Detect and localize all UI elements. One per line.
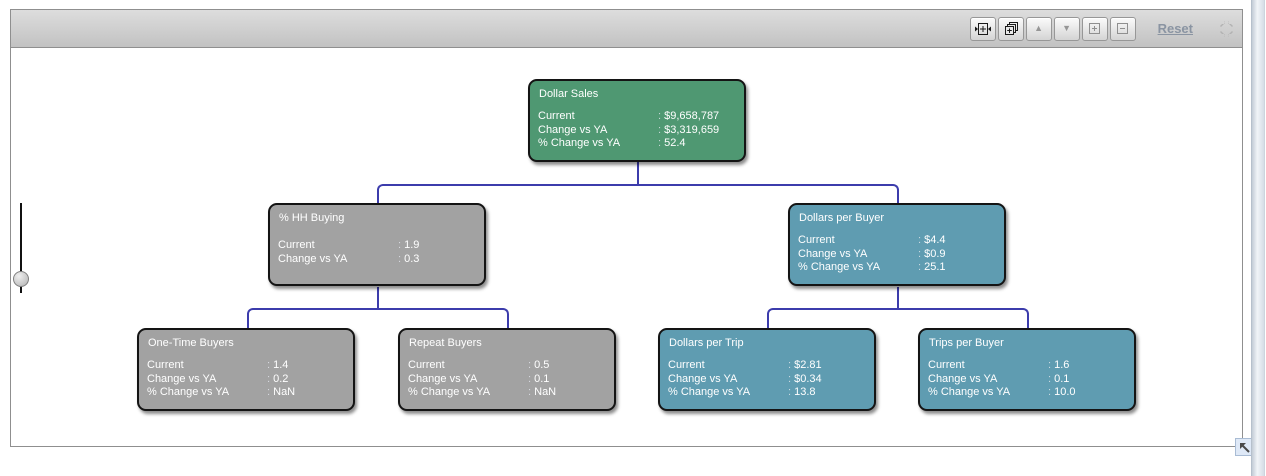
expand-width-icon [974,22,991,35]
zoom-slider-track[interactable] [20,203,22,293]
connector-hh-stub [377,287,379,309]
node-trips-per-buyer[interactable]: Trips per Buyer Current1.6 Change vs YA0… [918,328,1136,411]
metric-row: Current$4.4 [798,234,998,248]
expand-level-button[interactable]: ▼ [1053,16,1080,41]
node-hh-buying[interactable]: % HH Buying Current1.9 Change vs YA0.3 [268,203,486,286]
metric-row: % Change vs YA13.8 [668,386,868,400]
metric-row: Change vs YA$0.34 [668,373,868,387]
node-title: Dollars per Trip [669,337,744,349]
metric-row: Current0.5 [408,359,608,373]
collapse-level-button[interactable]: ▲ [1025,16,1052,41]
expand-width-button[interactable] [969,16,996,41]
connector-level2-left [247,308,509,329]
node-one-time-buyers[interactable]: One-Time Buyers Current1.4 Change vs YA0… [137,328,355,411]
metric-row: Change vs YA0.1 [408,373,608,387]
node-title: Dollars per Buyer [799,212,884,224]
triangle-down-icon: ▼ [1062,23,1072,33]
reset-link[interactable]: Reset [1157,21,1193,36]
tree-toolbar: ▲ ▼ Reset [11,10,1242,48]
metric-row: Current1.6 [928,359,1128,373]
connector-level1 [377,184,899,204]
node-repeat-buyers[interactable]: Repeat Buyers Current0.5 Change vs YA0.1… [398,328,616,411]
connector-dpb-stub [897,287,899,309]
zoom-out-button[interactable] [1109,16,1136,41]
connector-root-stub [637,162,639,185]
zoom-slider-handle[interactable] [13,271,29,287]
node-dollar-sales[interactable]: Dollar Sales Current$9,658,787 Change vs… [528,79,746,162]
zoom-in-button[interactable] [1081,16,1108,41]
metric-row: % Change vs YA52.4 [538,137,738,151]
node-title: % HH Buying [279,212,345,224]
window-edge-strip [1251,0,1265,476]
metric-row: % Change vs YA10.0 [928,386,1128,400]
metric-row: Current$2.81 [668,359,868,373]
node-title: One-Time Buyers [148,337,234,349]
zoom-in-icon [1089,23,1101,34]
expand-all-levels-button[interactable] [997,16,1024,41]
node-dollars-per-buyer[interactable]: Dollars per Buyer Current$4.4 Change vs … [788,203,1006,286]
expand-arrows-icon[interactable] [1217,20,1236,37]
metric-row: % Change vs YANaN [147,386,347,400]
metric-row: % Change vs YANaN [408,386,608,400]
metric-row: Current1.9 [278,239,478,253]
metric-row: Current1.4 [147,359,347,373]
metric-row: % Change vs YA25.1 [798,261,998,275]
metric-row: Change vs YA0.2 [147,373,347,387]
metric-row: Change vs YA$3,319,659 [538,124,738,138]
zoom-out-icon [1117,23,1129,34]
arrow-up-left-icon [1239,442,1250,453]
node-title: Repeat Buyers [409,337,482,349]
node-title: Trips per Buyer [929,337,1004,349]
expand-all-levels-icon [1004,22,1018,35]
triangle-up-icon: ▲ [1034,23,1044,33]
metric-row: Change vs YA0.3 [278,253,478,267]
metric-row: Change vs YA0.1 [928,373,1128,387]
metric-row: Change vs YA$0.9 [798,248,998,262]
metric-row: Current$9,658,787 [538,110,738,124]
connector-level2-right [767,308,1029,329]
node-dollars-per-trip[interactable]: Dollars per Trip Current$2.81 Change vs … [658,328,876,411]
node-title: Dollar Sales [539,88,599,100]
